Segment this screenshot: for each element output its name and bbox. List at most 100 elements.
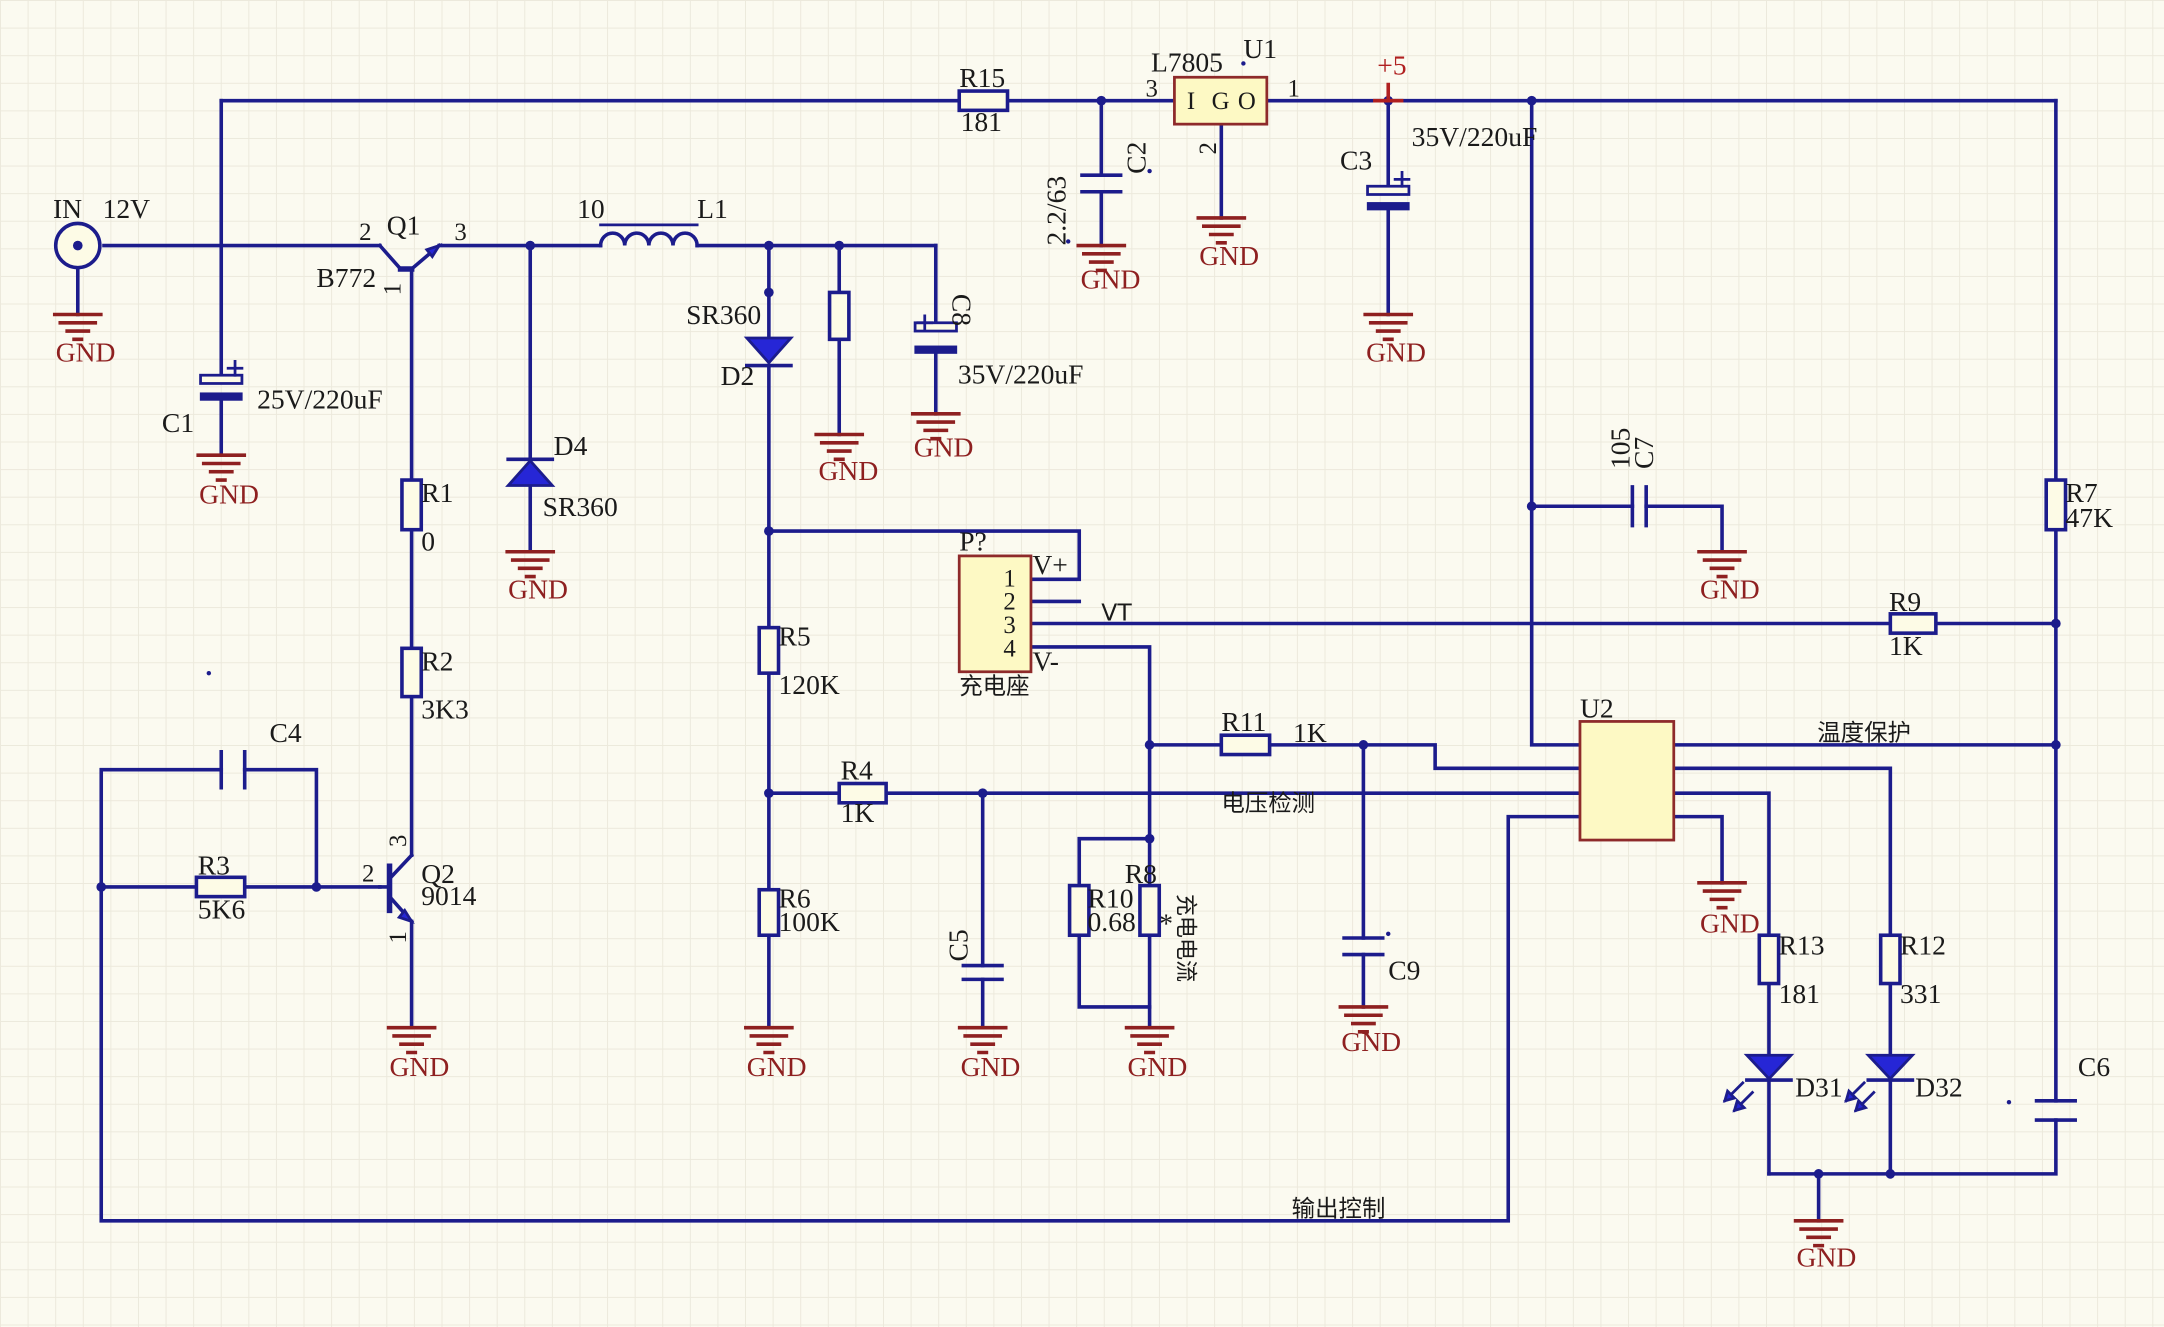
gnd-label-r14: GND xyxy=(819,455,879,486)
r10-symbol xyxy=(1067,883,1091,938)
gnd-label-c2: GND xyxy=(1081,263,1141,294)
label-u1-gnd: G xyxy=(1212,88,1230,115)
label-b772: B772 xyxy=(316,262,376,293)
label-c7-value: 105 xyxy=(1605,428,1636,469)
ground-symbols xyxy=(52,216,1844,1248)
label-r5-value: 120K xyxy=(779,669,840,700)
c9-symbol xyxy=(1342,936,1385,957)
r13-symbol xyxy=(1757,933,1781,986)
gnd-label-u1: GND xyxy=(1199,240,1259,271)
label-p-vplus: V+ xyxy=(1032,549,1067,580)
label-p-vminus: V- xyxy=(1032,645,1059,676)
label-r13: R13 xyxy=(1779,930,1825,961)
label-u2: U2 xyxy=(1580,692,1614,723)
label-u1-in: I xyxy=(1187,88,1195,115)
pin-q1-1: 1 xyxy=(380,283,407,295)
label-p-pin3: 3 xyxy=(1003,612,1015,639)
label-c5: C5 xyxy=(943,929,974,961)
label-u1: U1 xyxy=(1243,33,1277,64)
pin-u1-2: 2 xyxy=(1195,142,1222,154)
p-connector-box xyxy=(957,554,1033,674)
pin-q2-3: 3 xyxy=(385,835,412,847)
r6-symbol xyxy=(757,887,781,938)
r12-symbol xyxy=(1878,933,1902,986)
r5-symbol xyxy=(757,625,781,675)
label-r9: R9 xyxy=(1889,586,1921,617)
label-r6: R6 xyxy=(779,883,811,914)
label-d31: D31 xyxy=(1795,1072,1843,1103)
label-p: P? xyxy=(959,525,987,556)
d32-led xyxy=(1844,1053,1916,1113)
gnd-label-c8: GND xyxy=(914,432,974,463)
label-r9-value: 1K xyxy=(1889,630,1923,661)
label-r7: R7 xyxy=(2066,477,2098,508)
label-c1-value: 25V/220uF xyxy=(257,383,383,414)
gnd-label-c3: GND xyxy=(1366,336,1426,367)
r11-symbol xyxy=(1219,733,1272,757)
pin-q2-1: 1 xyxy=(385,931,412,943)
gnd-label-c7: GND xyxy=(1700,574,1760,605)
pin-q2-2: 2 xyxy=(362,860,374,887)
label-r8: R8 xyxy=(1125,858,1157,889)
gnd-label-d4: GND xyxy=(508,574,568,605)
label-p-name: 充电座 xyxy=(959,672,1029,700)
label-r4: R4 xyxy=(841,754,873,785)
label-r3-value: 5K6 xyxy=(198,894,246,925)
r3-symbol xyxy=(194,875,247,899)
label-c6: C6 xyxy=(2078,1051,2110,1082)
gnd-label-c9: GND xyxy=(1341,1026,1401,1057)
label-vt: VT xyxy=(1101,599,1132,627)
c4-symbol xyxy=(219,749,247,790)
vcc-5v-symbol xyxy=(1373,82,1404,103)
label-c1: C1 xyxy=(162,407,194,438)
label-r12: R12 xyxy=(1900,930,1946,961)
label-voltage-detect: 电压检测 xyxy=(1221,789,1315,817)
u2-box xyxy=(1578,720,1676,842)
c7-symbol xyxy=(1630,485,1648,528)
label-r15-value: 181 xyxy=(961,106,1002,137)
c1-symbol xyxy=(199,360,244,401)
label-c2: C2 xyxy=(1120,142,1151,174)
gnd-label-r8: GND xyxy=(1128,1051,1188,1082)
label-r7-value: 47K xyxy=(2066,502,2114,533)
gnd-label-c5: GND xyxy=(961,1051,1021,1082)
gnd-label-in: GND xyxy=(56,336,116,367)
junctions xyxy=(96,95,2061,1179)
c6-symbol xyxy=(2034,1098,2077,1122)
pin-u1-1: 1 xyxy=(1288,76,1300,103)
label-temp-protect: 温度保护 xyxy=(1817,719,1911,747)
label-r8-value: * xyxy=(1159,907,1173,938)
label-d4: D4 xyxy=(554,430,588,461)
r8-symbol xyxy=(1138,883,1162,938)
label-p-pin1: 1 xyxy=(1003,565,1015,592)
label-c9: C9 xyxy=(1388,954,1420,985)
pin-u1-3: 3 xyxy=(1145,76,1157,103)
label-r1-value: 0 xyxy=(421,525,435,556)
label-d4-value: SR360 xyxy=(543,491,618,522)
q1-symbol xyxy=(377,243,443,272)
d2-symbol xyxy=(743,336,795,368)
label-r15: R15 xyxy=(959,62,1005,93)
r1-symbol xyxy=(400,478,424,532)
label-d2: D2 xyxy=(721,360,755,391)
c2-symbol xyxy=(1080,173,1123,194)
d31-led xyxy=(1722,1053,1795,1113)
label-r2-value: 3K3 xyxy=(421,694,468,725)
label-l7805: L7805 xyxy=(1151,47,1223,78)
label-r5: R5 xyxy=(779,621,811,652)
label-l1-value: 10 xyxy=(577,193,605,224)
gnd-label-q2: GND xyxy=(390,1051,450,1082)
q2-symbol xyxy=(378,852,415,924)
label-r2: R2 xyxy=(421,645,453,676)
label-r4-value: 1K xyxy=(841,797,875,828)
label-charge-current: 充电电流 xyxy=(1173,894,1198,982)
u1-box xyxy=(1173,75,1269,126)
label-q1: Q1 xyxy=(387,210,421,241)
label-c4: C4 xyxy=(270,717,302,748)
gnd-label-c1: GND xyxy=(199,478,259,509)
label-c7: C7 xyxy=(1628,437,1659,469)
label-in: IN xyxy=(53,193,82,224)
label-r13-value: 181 xyxy=(1779,978,1820,1009)
label-r11: R11 xyxy=(1221,706,1266,737)
